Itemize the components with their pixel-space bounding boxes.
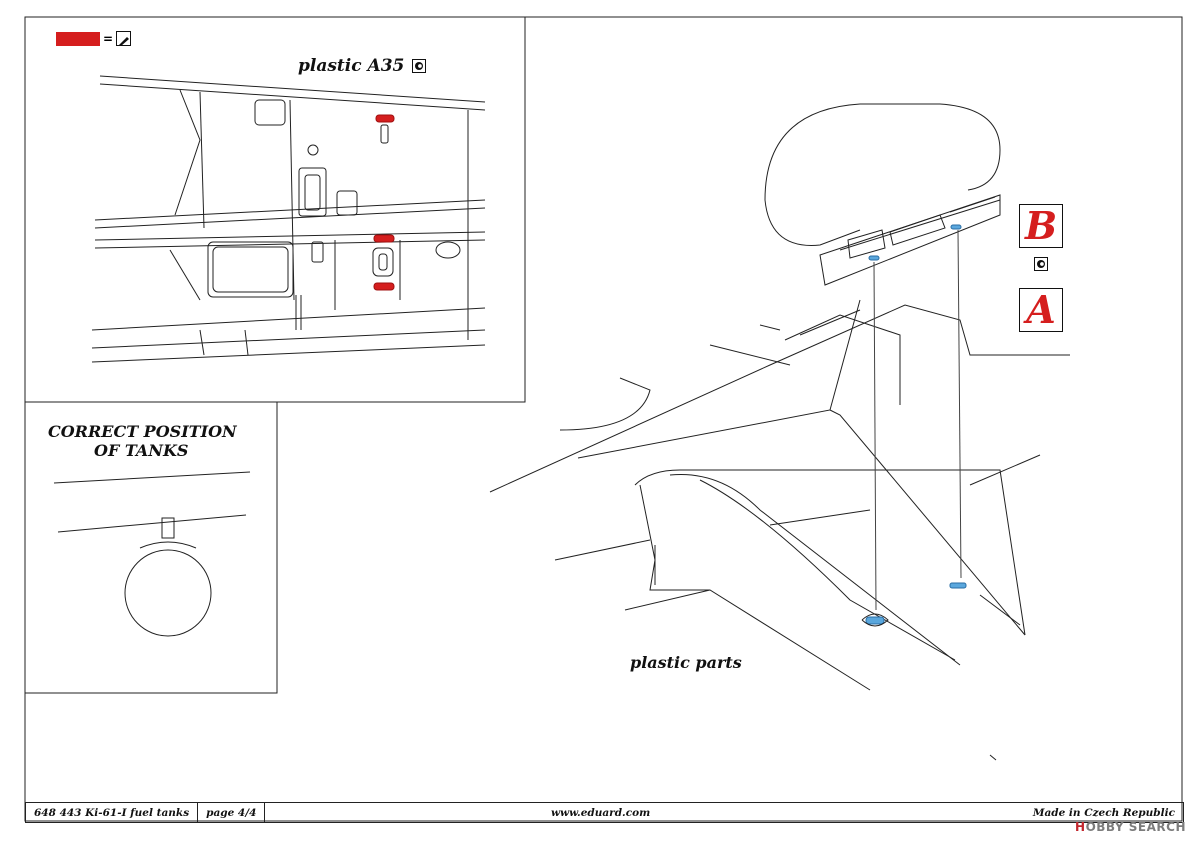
correct-position-line1: CORRECT POSITION [48,422,237,441]
mount-outline [861,613,889,627]
watermark-logo-letter: H [1075,820,1086,834]
guide-lines [873,229,962,611]
website-url: www.eduard.com [551,806,651,819]
blue-pe-parts [865,224,967,625]
outer-frame [24,16,1183,822]
part-b-label: B [1019,204,1063,248]
part-a-label: A [1019,288,1063,332]
turn-over-icon [1034,257,1048,271]
watermark-text: OBBY SEARCH [1085,820,1186,834]
plastic-a35-label: plastic A35 [298,56,405,76]
correct-position-drawing [53,471,251,637]
wing-drawing [489,299,1070,761]
red-color-swatch [56,31,100,46]
fuselage-detail-drawing [91,75,486,363]
watermark: HOBBY SEARCH [1075,820,1186,834]
correct-position-line2: OF TANKS [94,441,189,460]
red-painted-parts [373,114,395,291]
paint-brush-icon [116,31,132,46]
fuel-tank-drawing [764,103,1001,286]
color-key: = [56,31,132,46]
footer-bar: 648 443 Ki-61-I fuel tanks page 4/4 www.… [25,802,1184,823]
plastic-parts-label: plastic parts [630,653,742,672]
bottom-left-panel-border [25,402,278,694]
product-code: 648 443 Ki-61-I fuel tanks [26,803,199,822]
equals-sign: = [103,31,114,46]
page-number: page 4/4 [198,803,266,822]
correct-position-title: CORRECT POSITION OF TANKS [48,422,237,460]
top-left-panel-border [25,17,526,403]
turn-over-icon [412,59,426,73]
made-in-label: Made in Czech Republic [1032,806,1175,819]
